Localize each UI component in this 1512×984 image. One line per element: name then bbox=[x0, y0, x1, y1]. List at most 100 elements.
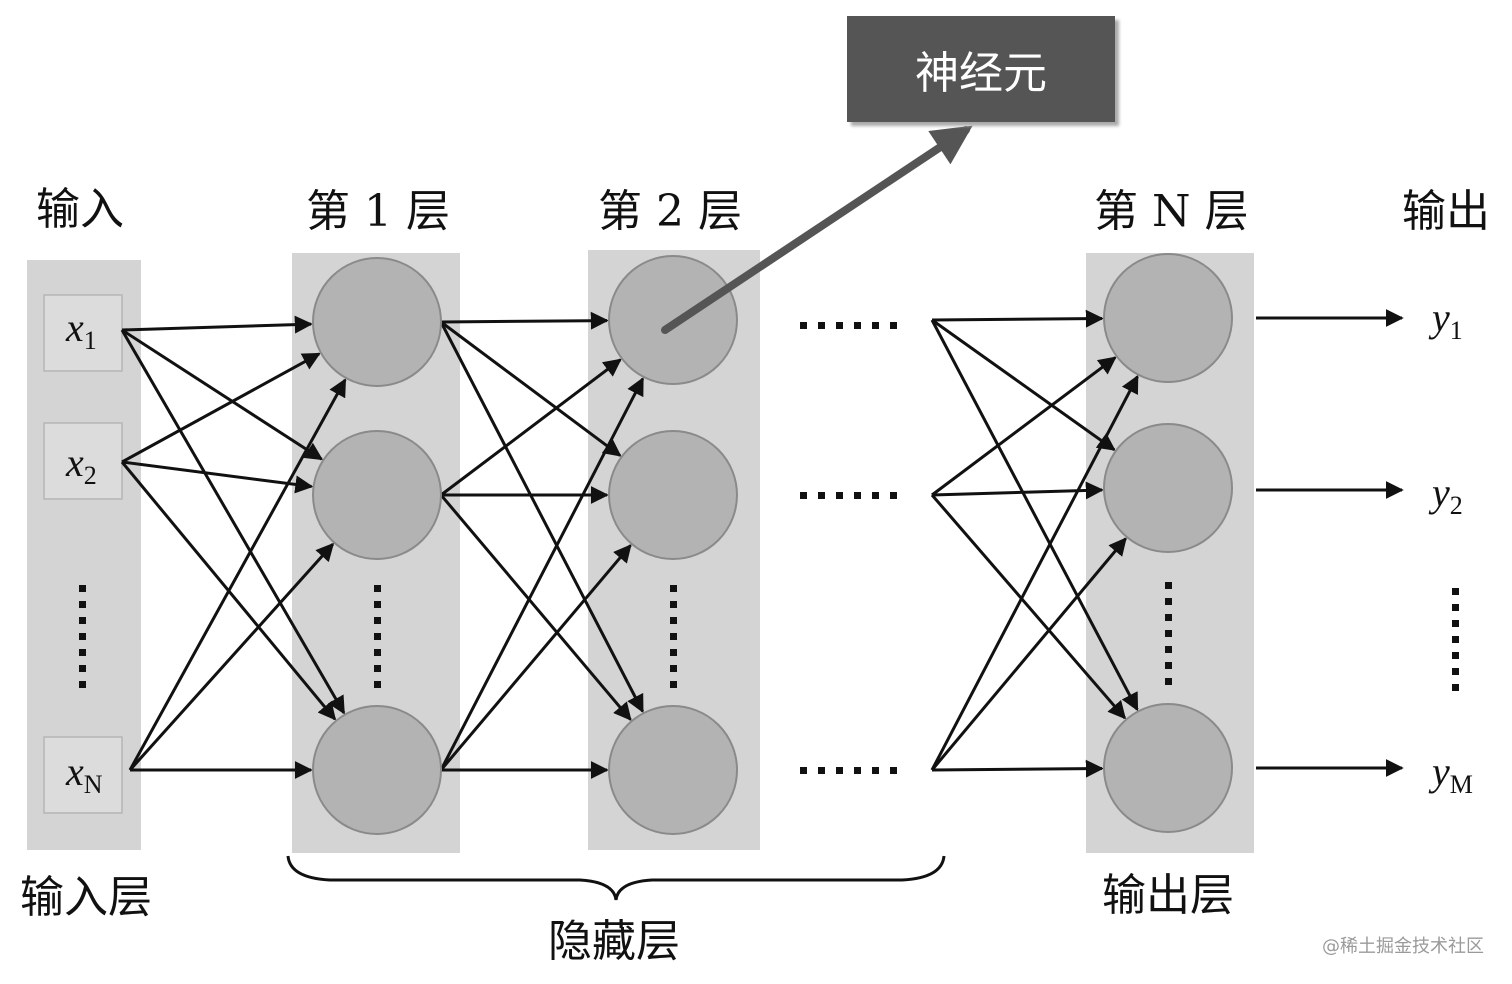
output-layer-label: 输出层 bbox=[1102, 870, 1234, 921]
ln-in-edge-2-2 bbox=[931, 481, 1104, 500]
v-ellipsis-5-dot-5 bbox=[1452, 652, 1459, 659]
output-header: 输出 bbox=[1402, 186, 1490, 237]
callout-pointer-arrow bbox=[661, 125, 973, 334]
v-ellipsis-2-dot-1 bbox=[374, 585, 381, 592]
h-ellipsis-1-dot-6 bbox=[890, 322, 897, 329]
ln-in-edge-1-3 bbox=[930, 319, 1139, 712]
v-ellipsis-2-dot-2 bbox=[374, 601, 381, 608]
input-l1-edge-3-1 bbox=[128, 378, 347, 771]
v-ellipsis-3-dot-7 bbox=[670, 681, 677, 688]
v-ellipsis-1-dot-3 bbox=[79, 617, 86, 624]
input-box-3 bbox=[43, 736, 123, 814]
v-ellipsis-4-dot-4 bbox=[1165, 630, 1172, 637]
h-ellipsis-3-dot-2 bbox=[818, 767, 825, 774]
l1-l2-edge-1-1 bbox=[440, 311, 609, 330]
h-ellipsis-3-dot-3 bbox=[836, 767, 843, 774]
v-ellipsis-5-dot-3 bbox=[1452, 620, 1459, 627]
hidden-layer-1-header: 第 1 层 bbox=[306, 186, 450, 237]
output-y2: y2 bbox=[1432, 470, 1463, 520]
v-ellipsis-3-dot-4 bbox=[670, 633, 677, 640]
h-ellipsis-2-dot-3 bbox=[836, 492, 843, 499]
hidden-1-neuron-2 bbox=[312, 430, 442, 560]
h-ellipsis-2-dot-2 bbox=[818, 492, 825, 499]
input-box-2 bbox=[43, 422, 123, 500]
h-ellipsis-3-dot-4 bbox=[854, 767, 861, 774]
v-ellipsis-1-dot-7 bbox=[79, 681, 86, 688]
v-ellipsis-5-dot-7 bbox=[1452, 684, 1459, 691]
input-x2: x2 bbox=[66, 440, 97, 490]
v-ellipsis-4-dot-5 bbox=[1165, 646, 1172, 653]
input-l1-edge-1-1 bbox=[121, 315, 313, 334]
l1-l2-edge-2-1 bbox=[440, 358, 622, 497]
output-ym: yM bbox=[1432, 749, 1473, 799]
h-ellipsis-1-dot-3 bbox=[836, 322, 843, 329]
hidden-n-neuron-2 bbox=[1103, 423, 1233, 553]
input-x1: x1 bbox=[66, 305, 97, 355]
l1-l2-edge-2-3 bbox=[439, 494, 632, 721]
h-ellipsis-1-dot-5 bbox=[872, 322, 879, 329]
input-header: 输入 bbox=[36, 184, 124, 235]
h-ellipsis-3-dot-1 bbox=[800, 767, 807, 774]
v-ellipsis-4-dot-2 bbox=[1165, 598, 1172, 605]
neuron-callout-label: 神经元 bbox=[915, 48, 1047, 99]
v-ellipsis-4-dot-3 bbox=[1165, 614, 1172, 621]
v-ellipsis-4-dot-1 bbox=[1165, 582, 1172, 589]
ln-in-edge-2-1 bbox=[931, 356, 1117, 497]
v-ellipsis-3-dot-6 bbox=[670, 665, 677, 672]
h-ellipsis-1-dot-1 bbox=[800, 322, 807, 329]
hidden-2-neuron-3 bbox=[608, 705, 738, 835]
input-l1-edge-2-1 bbox=[121, 352, 321, 464]
h-ellipsis-3-dot-5 bbox=[872, 767, 879, 774]
ln-in-edge-1-2 bbox=[931, 318, 1116, 451]
hidden-layers-label: 隐藏层 bbox=[548, 916, 680, 967]
h-ellipsis-2-dot-5 bbox=[872, 492, 879, 499]
ln-in-edge-3-2 bbox=[930, 537, 1127, 771]
v-ellipsis-5-dot-2 bbox=[1452, 604, 1459, 611]
watermark: @稀土掘金技术社区 bbox=[1322, 936, 1484, 957]
v-ellipsis-3-dot-1 bbox=[670, 585, 677, 592]
h-ellipsis-2-dot-1 bbox=[800, 492, 807, 499]
input-box-1 bbox=[43, 294, 123, 372]
input-xn: xN bbox=[66, 749, 103, 799]
hidden-1-neuron-3 bbox=[312, 705, 442, 835]
v-ellipsis-5-dot-4 bbox=[1452, 636, 1459, 643]
v-ellipsis-1-dot-5 bbox=[79, 649, 86, 656]
h-ellipsis-3-dot-6 bbox=[890, 767, 897, 774]
ln-in-edge-3-3 bbox=[931, 759, 1104, 778]
v-ellipsis-1-dot-1 bbox=[79, 585, 86, 592]
h-ellipsis-2-dot-6 bbox=[890, 492, 897, 499]
v-ellipsis-5-dot-6 bbox=[1452, 668, 1459, 675]
h-ellipsis-1-dot-2 bbox=[818, 322, 825, 329]
l1-l2-edge-1-2 bbox=[440, 320, 622, 457]
hidden-layers-brace bbox=[286, 855, 946, 901]
input-layer-label: 输入层 bbox=[20, 872, 152, 923]
v-ellipsis-3-dot-2 bbox=[670, 601, 677, 608]
v-ellipsis-1-dot-6 bbox=[79, 665, 86, 672]
v-ellipsis-3-dot-5 bbox=[670, 649, 677, 656]
hidden-1-neuron-1 bbox=[312, 257, 442, 387]
v-ellipsis-2-dot-4 bbox=[374, 633, 381, 640]
v-ellipsis-1-dot-2 bbox=[79, 601, 86, 608]
l1-l2-edge-1-3 bbox=[439, 321, 644, 713]
h-ellipsis-2-dot-4 bbox=[854, 492, 861, 499]
hidden-2-neuron-2 bbox=[608, 430, 738, 560]
v-ellipsis-2-dot-3 bbox=[374, 617, 381, 624]
ln-in-edge-1-1 bbox=[931, 309, 1104, 328]
input-l1-edge-1-2 bbox=[121, 328, 324, 461]
v-ellipsis-2-dot-6 bbox=[374, 665, 381, 672]
input-l1-edge-3-2 bbox=[128, 542, 335, 772]
input-l1-edge-2-2 bbox=[121, 460, 314, 494]
v-ellipsis-3-dot-3 bbox=[670, 617, 677, 624]
l1-l2-edge-3-1 bbox=[439, 377, 645, 771]
ln-in-edge-2-3 bbox=[930, 494, 1127, 720]
v-ellipsis-1-dot-4 bbox=[79, 633, 86, 640]
input-l1-edge-1-3 bbox=[120, 329, 346, 715]
v-ellipsis-2-dot-5 bbox=[374, 649, 381, 656]
hidden-n-neuron-1 bbox=[1103, 253, 1233, 383]
h-ellipsis-1-dot-4 bbox=[854, 322, 861, 329]
hidden-layer-n-header: 第 N 层 bbox=[1094, 186, 1249, 237]
l1-l2-edge-3-2 bbox=[439, 544, 632, 771]
v-ellipsis-4-dot-7 bbox=[1165, 678, 1172, 685]
